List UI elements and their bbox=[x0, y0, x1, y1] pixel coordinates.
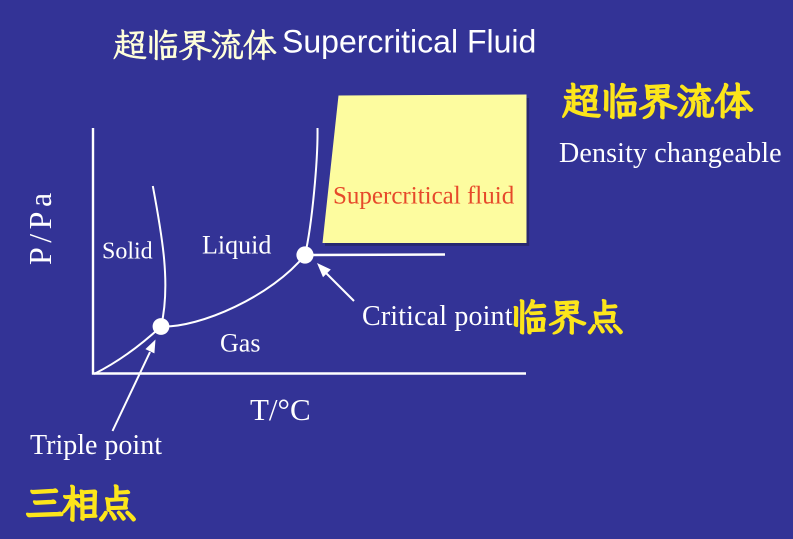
svg-text:Supercritical fluid: Supercritical fluid bbox=[333, 183, 515, 210]
svg-text:Density changeable: Density changeable bbox=[559, 138, 782, 169]
svg-text:Triple point: Triple point bbox=[30, 430, 162, 461]
svg-text:T/°C: T/°C bbox=[250, 392, 311, 427]
svg-text:Gas: Gas bbox=[220, 329, 260, 358]
svg-text:Solid: Solid bbox=[102, 239, 153, 265]
svg-text:Liquid: Liquid bbox=[202, 231, 271, 260]
svg-text:Supercritical Fluid: Supercritical Fluid bbox=[282, 23, 536, 59]
svg-text:Critical point: Critical point bbox=[362, 301, 513, 332]
svg-text:P/Pa: P/Pa bbox=[22, 188, 58, 265]
